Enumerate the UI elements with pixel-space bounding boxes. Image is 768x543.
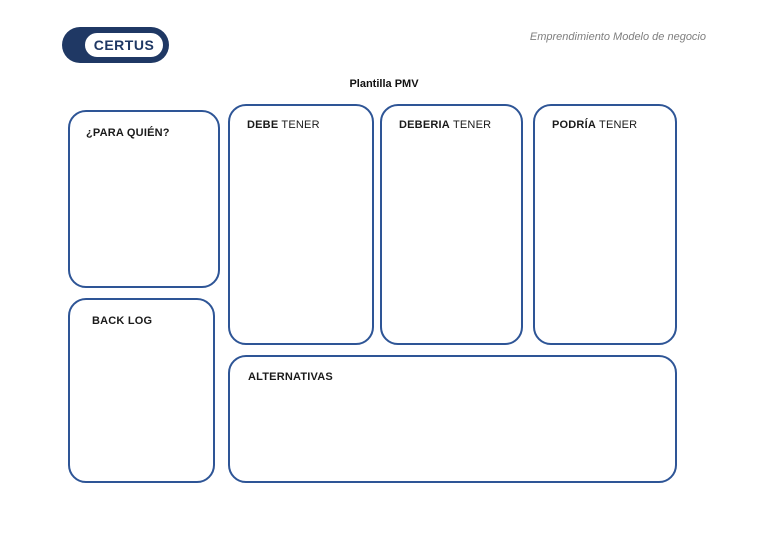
box-debe-tener: DEBE TENER	[228, 104, 374, 345]
box-debe-tener-label: DEBE TENER	[247, 119, 320, 131]
box-alternativas-label: ALTERNATIVAS	[248, 371, 333, 383]
certus-logo: CERTUS	[62, 27, 169, 63]
page-title: Plantilla PMV	[349, 78, 419, 90]
box-podria-tener: PODRÍA TENER	[533, 104, 677, 345]
box-debe-tener-label-rest: TENER	[278, 119, 320, 131]
course-label: Emprendimiento Modelo de negocio	[529, 31, 706, 43]
box-podria-tener-label-bold: PODRÍA	[552, 119, 596, 131]
certus-logo-text: CERTUS	[93, 37, 155, 53]
box-deberia-tener-label: DEBERIA TENER	[399, 119, 491, 131]
box-alternativas: ALTERNATIVAS	[228, 355, 677, 483]
box-debe-tener-label-bold: DEBE	[247, 119, 279, 131]
box-back-log-label: BACK LOG	[92, 315, 153, 327]
box-para-quien-label: ¿PARA QUIÉN?	[86, 127, 170, 139]
box-deberia-tener-label-rest: TENER	[449, 119, 492, 131]
box-podria-tener-label-rest: TENER	[595, 119, 638, 131]
box-deberia-tener-label-bold: DEBERIA	[399, 119, 450, 131]
box-podria-tener-label: PODRÍA TENER	[552, 119, 637, 131]
box-para-quien: ¿PARA QUIÉN?	[68, 110, 220, 288]
box-back-log: BACK LOG	[68, 298, 215, 483]
certus-logo-inner-pill: CERTUS	[82, 30, 166, 60]
box-deberia-tener: DEBERIA TENER	[380, 104, 523, 345]
